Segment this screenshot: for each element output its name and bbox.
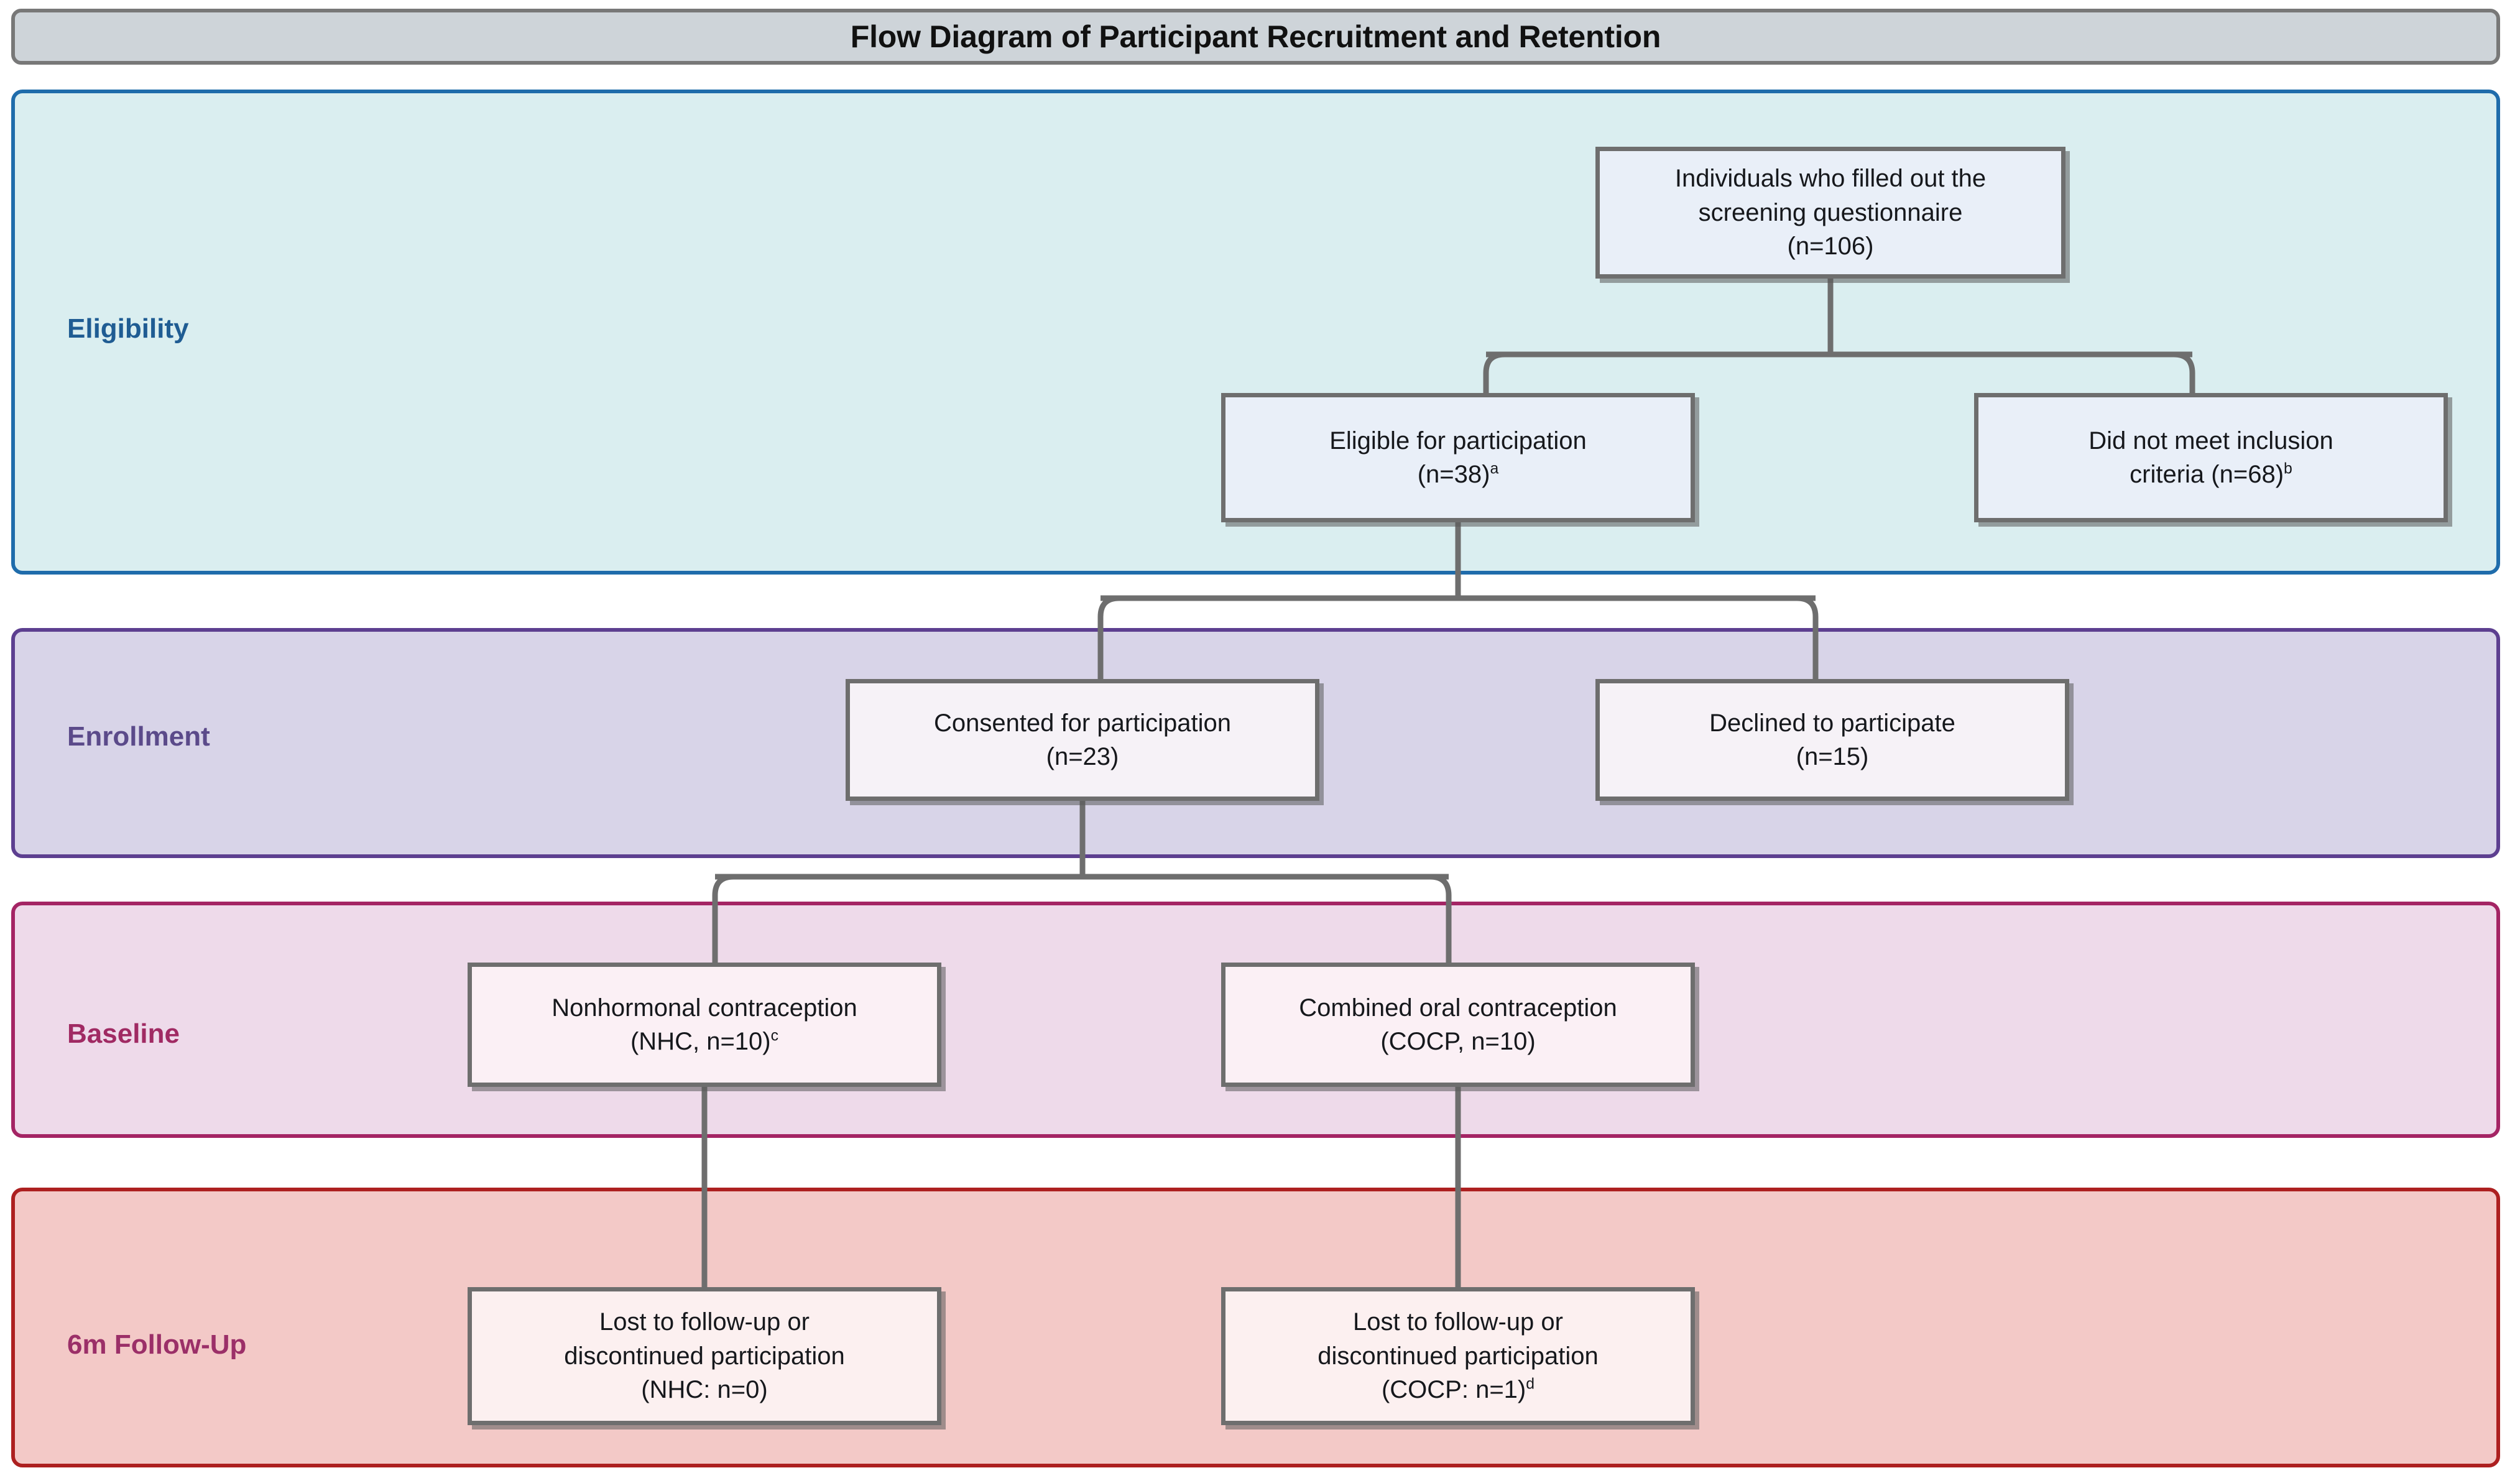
- footnote-marker: b: [2284, 460, 2292, 478]
- node-count: (NHC: n=0): [641, 1376, 768, 1404]
- node-line: Eligible for participation: [1329, 427, 1587, 455]
- node-line: Declined to participate: [1709, 709, 1955, 737]
- node-count-text: (COCP: n=1): [1381, 1376, 1526, 1404]
- node-count-text: (NHC, n=10): [630, 1028, 771, 1055]
- node-count: (COCP, n=10): [1380, 1028, 1536, 1055]
- node-line: Consented for participation: [933, 709, 1232, 737]
- node-count: (NHC, n=10)c: [483, 1025, 926, 1058]
- node-declined-to-participate[interactable]: Declined to participate (n=15): [1595, 679, 2069, 801]
- node-count: (n=23): [1046, 743, 1119, 770]
- node-line: screening questionnaire: [1698, 198, 1963, 226]
- node-count: criteria (n=68)b: [1990, 458, 2432, 491]
- footnote-marker: a: [1490, 460, 1499, 478]
- stage-label-enrollment: Enrollment: [67, 721, 210, 752]
- node-count-text: criteria (n=68): [2130, 461, 2284, 488]
- node-line: Nonhormonal contraception: [552, 994, 857, 1022]
- node-line: Combined oral contraception: [1299, 994, 1617, 1022]
- stage-label-eligibility: Eligibility: [67, 313, 189, 344]
- node-line: discontinued participation: [564, 1342, 845, 1370]
- node-count: (COCP: n=1)d: [1237, 1373, 1679, 1406]
- node-line: Individuals who filled out the: [1674, 165, 1987, 193]
- diagram-title-bar: Flow Diagram of Participant Recruitment …: [11, 9, 2500, 65]
- node-did-not-meet-inclusion-criteria[interactable]: Did not meet inclusion criteria (n=68)b: [1974, 393, 2448, 522]
- node-count: (n=38)a: [1237, 458, 1679, 491]
- node-line: Lost to follow-up or: [599, 1308, 810, 1336]
- footnote-marker: d: [1526, 1375, 1535, 1393]
- node-count-text: (n=38): [1417, 461, 1490, 488]
- stage-label-followup: 6m Follow-Up: [67, 1329, 247, 1360]
- node-eligible-for-participation[interactable]: Eligible for participation (n=38)a: [1221, 393, 1695, 522]
- node-count: (n=106): [1787, 233, 1874, 261]
- node-nonhormonal-contraception[interactable]: Nonhormonal contraception (NHC, n=10)c: [468, 963, 941, 1087]
- node-line: Did not meet inclusion: [2088, 427, 2333, 455]
- node-line: discontinued participation: [1318, 1342, 1599, 1370]
- page-title: Flow Diagram of Participant Recruitment …: [850, 19, 1661, 54]
- node-consented-for-participation[interactable]: Consented for participation (n=23): [846, 679, 1319, 801]
- node-count: (n=15): [1796, 743, 1869, 770]
- node-line: Lost to follow-up or: [1353, 1308, 1563, 1336]
- node-screened-questionnaire[interactable]: Individuals who filled out the screening…: [1595, 147, 2065, 279]
- node-lost-to-followup-cocp[interactable]: Lost to follow-up or discontinued partic…: [1221, 1287, 1695, 1425]
- node-lost-to-followup-nhc[interactable]: Lost to follow-up or discontinued partic…: [468, 1287, 941, 1425]
- footnote-marker: c: [770, 1027, 779, 1045]
- stage-label-baseline: Baseline: [67, 1018, 180, 1049]
- node-combined-oral-contraception[interactable]: Combined oral contraception (COCP, n=10): [1221, 963, 1695, 1087]
